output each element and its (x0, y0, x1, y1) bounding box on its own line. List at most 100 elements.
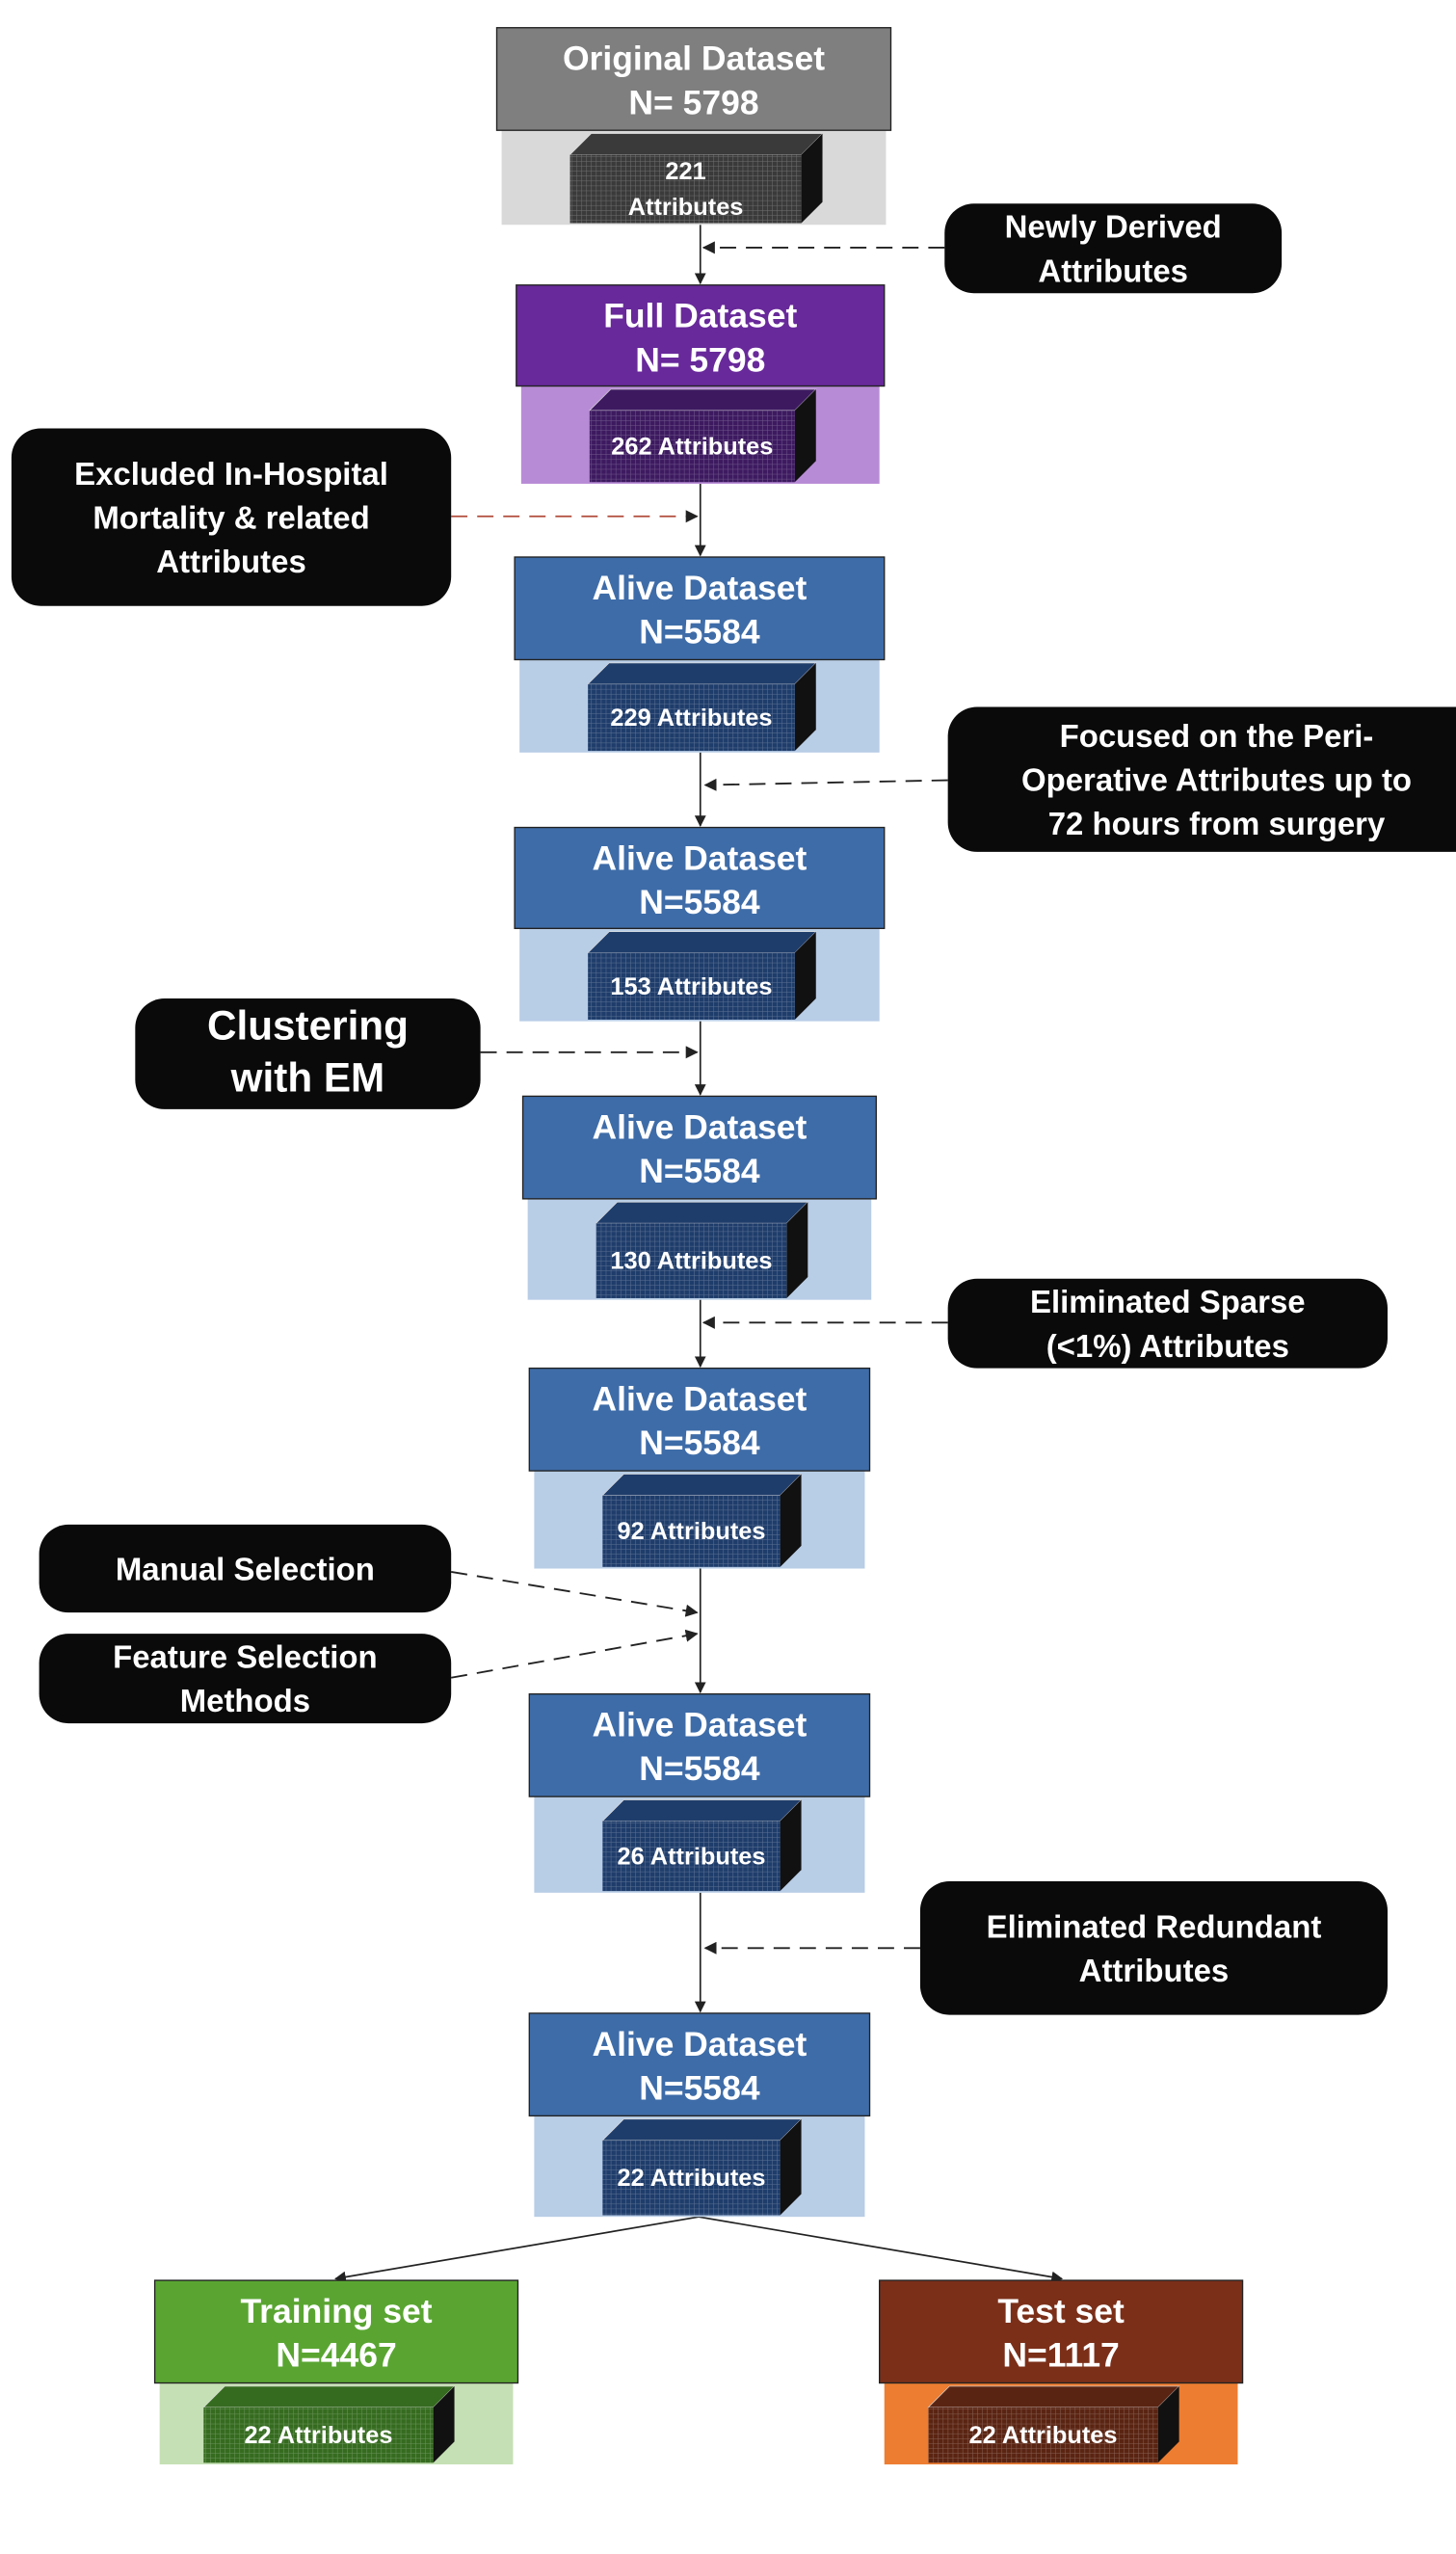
callout-box (39, 1524, 452, 1613)
cube-top (601, 2118, 803, 2142)
cube-side (786, 1202, 808, 1298)
node-count: N= 5798 (628, 83, 758, 121)
cube-top (587, 662, 817, 685)
node-header (878, 2279, 1244, 2384)
attributes-label: 26 Attributes (617, 1843, 765, 1870)
callout-text: Methods (180, 1683, 310, 1718)
dashed-arrow (451, 1570, 699, 1617)
cube-top (589, 388, 817, 412)
node-title: Test set (997, 2292, 1125, 2330)
node-header (528, 2012, 871, 2117)
node-title: Alive Dataset (592, 2025, 807, 2063)
callout-text: Clustering (207, 1002, 409, 1048)
process-callout: Clustering with EM (135, 998, 481, 1109)
node-count: N=5584 (639, 613, 760, 652)
callout-text: (<1%) Attributes (1046, 1328, 1289, 1364)
cube-grid (602, 1495, 781, 1567)
cube-side (780, 1799, 802, 1892)
node-count: N=1117 (1002, 2336, 1119, 2375)
node-header (514, 556, 886, 661)
arrows-layer (334, 225, 1064, 2283)
dashed-arrow (703, 778, 948, 791)
callout-box (919, 1881, 1388, 2015)
attributes-label: 153 Attributes (610, 973, 772, 1000)
process-callout: Manual Selection (39, 1524, 452, 1613)
callout-text: Attributes (1079, 1953, 1230, 1988)
callout-text: with EM (230, 1054, 385, 1100)
cube-top (601, 1474, 803, 1496)
node-count: N=5584 (639, 1749, 760, 1788)
cube-top (569, 133, 824, 155)
node-count: N=5584 (639, 1423, 760, 1462)
node-title: Training set (240, 2292, 432, 2330)
node-header (521, 1095, 877, 1200)
callout-text: Manual Selection (116, 1551, 375, 1586)
node-header (516, 284, 886, 387)
node-header (514, 826, 886, 930)
callout-text: Attributes (1038, 253, 1188, 288)
attributes-cube: 153 Attributes (587, 931, 817, 1020)
cube-top (595, 1201, 809, 1224)
callout-box (947, 1278, 1388, 1369)
callout-text: 72 hours from surgery (1048, 806, 1386, 841)
node-count: N=5584 (639, 883, 760, 921)
cube-top (202, 2385, 456, 2408)
callout-box (135, 998, 481, 1109)
callout-box (39, 1634, 452, 1724)
attributes-label: 262 Attributes (611, 434, 773, 461)
callout-text: Newly Derived (1005, 209, 1222, 245)
callout-text: Eliminated Redundant (987, 1908, 1322, 1944)
node-count: N= 5798 (635, 340, 765, 379)
callout-text: Eliminated Sparse (1030, 1284, 1306, 1319)
callout-text: Excluded In-Hospital (74, 456, 388, 492)
process-callout: Eliminated Sparse (<1%) Attributes (947, 1278, 1388, 1369)
callout-text: Attributes (156, 544, 306, 579)
cube-side (780, 1474, 802, 1567)
flow-arrow-training (334, 2216, 700, 2283)
cube-grid (596, 1223, 787, 1298)
cube-side (794, 931, 816, 1020)
cube-grid (589, 410, 795, 483)
node-title: Alive Dataset (592, 1380, 807, 1419)
attributes-label: 229 Attributes (610, 705, 772, 732)
callout-text: Feature Selection (113, 1639, 378, 1675)
cube-grid (602, 2140, 781, 2216)
cube-grid (588, 683, 795, 752)
attributes-label: 221 (665, 158, 705, 185)
process-callout: Focused on the Peri-Operative Attributes… (947, 706, 1456, 852)
callout-box (947, 706, 1456, 852)
node-header (495, 27, 892, 131)
node-title: Alive Dataset (592, 1706, 807, 1744)
node-count: N=5584 (639, 2068, 760, 2107)
cube-side (1157, 2385, 1179, 2463)
node-count: N=4467 (276, 2336, 396, 2375)
attributes-label: 92 Attributes (617, 1518, 765, 1545)
callout-text: Focused on the Peri- (1060, 718, 1374, 754)
cube-side (794, 388, 816, 483)
node-title: Original Dataset (563, 40, 825, 78)
attributes-label: 22 Attributes (969, 2422, 1118, 2449)
cube-top (587, 931, 817, 954)
attributes-label: 22 Attributes (244, 2422, 392, 2449)
callout-text: Mortality & related (93, 499, 369, 535)
attributes-cube: 92 Attributes (601, 1474, 803, 1567)
cube-side (780, 2118, 802, 2216)
node-header (528, 1367, 871, 1472)
attributes-cube: 262 Attributes (589, 388, 817, 483)
cube-top (927, 2385, 1180, 2408)
attributes-label: Attributes (628, 194, 744, 221)
